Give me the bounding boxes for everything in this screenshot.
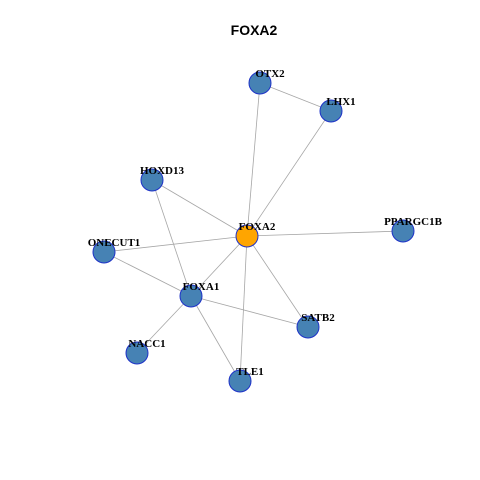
node-satb2 bbox=[296, 315, 320, 339]
edge-foxa2-foxa1 bbox=[190, 235, 248, 297]
edge-foxa1-satb2 bbox=[190, 295, 309, 328]
node-foxa2 bbox=[235, 224, 259, 248]
edge-onecut1-foxa2 bbox=[103, 235, 248, 253]
graph-title: FOXA2 bbox=[231, 22, 278, 38]
nodes-layer bbox=[92, 71, 415, 393]
edge-foxa2-tle1 bbox=[239, 235, 248, 382]
node-label-onecut1: ONECUT1 bbox=[88, 237, 141, 249]
node-tle1 bbox=[228, 369, 252, 393]
edge-foxa1-tle1 bbox=[190, 295, 241, 382]
node-label-tle1: TLE1 bbox=[236, 366, 264, 378]
node-label-satb2: SATB2 bbox=[301, 312, 335, 324]
node-nacc1 bbox=[125, 341, 149, 365]
node-label-nacc1: NACC1 bbox=[128, 338, 165, 350]
edge-ppargc1b-foxa2 bbox=[246, 230, 404, 237]
node-ppargc1b bbox=[391, 219, 415, 243]
node-label-hoxd13: HOXD13 bbox=[140, 165, 185, 177]
edge-otx2-foxa2 bbox=[246, 82, 261, 237]
edge-hoxd13-foxa1 bbox=[151, 179, 192, 297]
node-lhx1 bbox=[319, 99, 343, 123]
edge-lhx1-foxa2 bbox=[246, 110, 332, 237]
node-label-otx2: OTX2 bbox=[255, 68, 285, 80]
node-label-ppargc1b: PPARGC1B bbox=[384, 216, 443, 228]
node-foxa1 bbox=[179, 284, 203, 308]
node-label-foxa1: FOXA1 bbox=[183, 281, 220, 293]
node-label-lhx1: LHX1 bbox=[326, 96, 355, 108]
edge-foxa2-satb2 bbox=[246, 235, 309, 328]
node-hoxd13 bbox=[140, 168, 164, 192]
edges-layer bbox=[103, 82, 404, 382]
edge-onecut1-foxa1 bbox=[103, 251, 192, 297]
edge-otx2-lhx1 bbox=[259, 82, 332, 112]
node-onecut1 bbox=[92, 240, 116, 264]
node-otx2 bbox=[248, 71, 272, 95]
node-label-foxa2: FOXA2 bbox=[239, 221, 276, 233]
edge-foxa1-nacc1 bbox=[136, 295, 192, 354]
edge-hoxd13-foxa2 bbox=[151, 179, 248, 237]
